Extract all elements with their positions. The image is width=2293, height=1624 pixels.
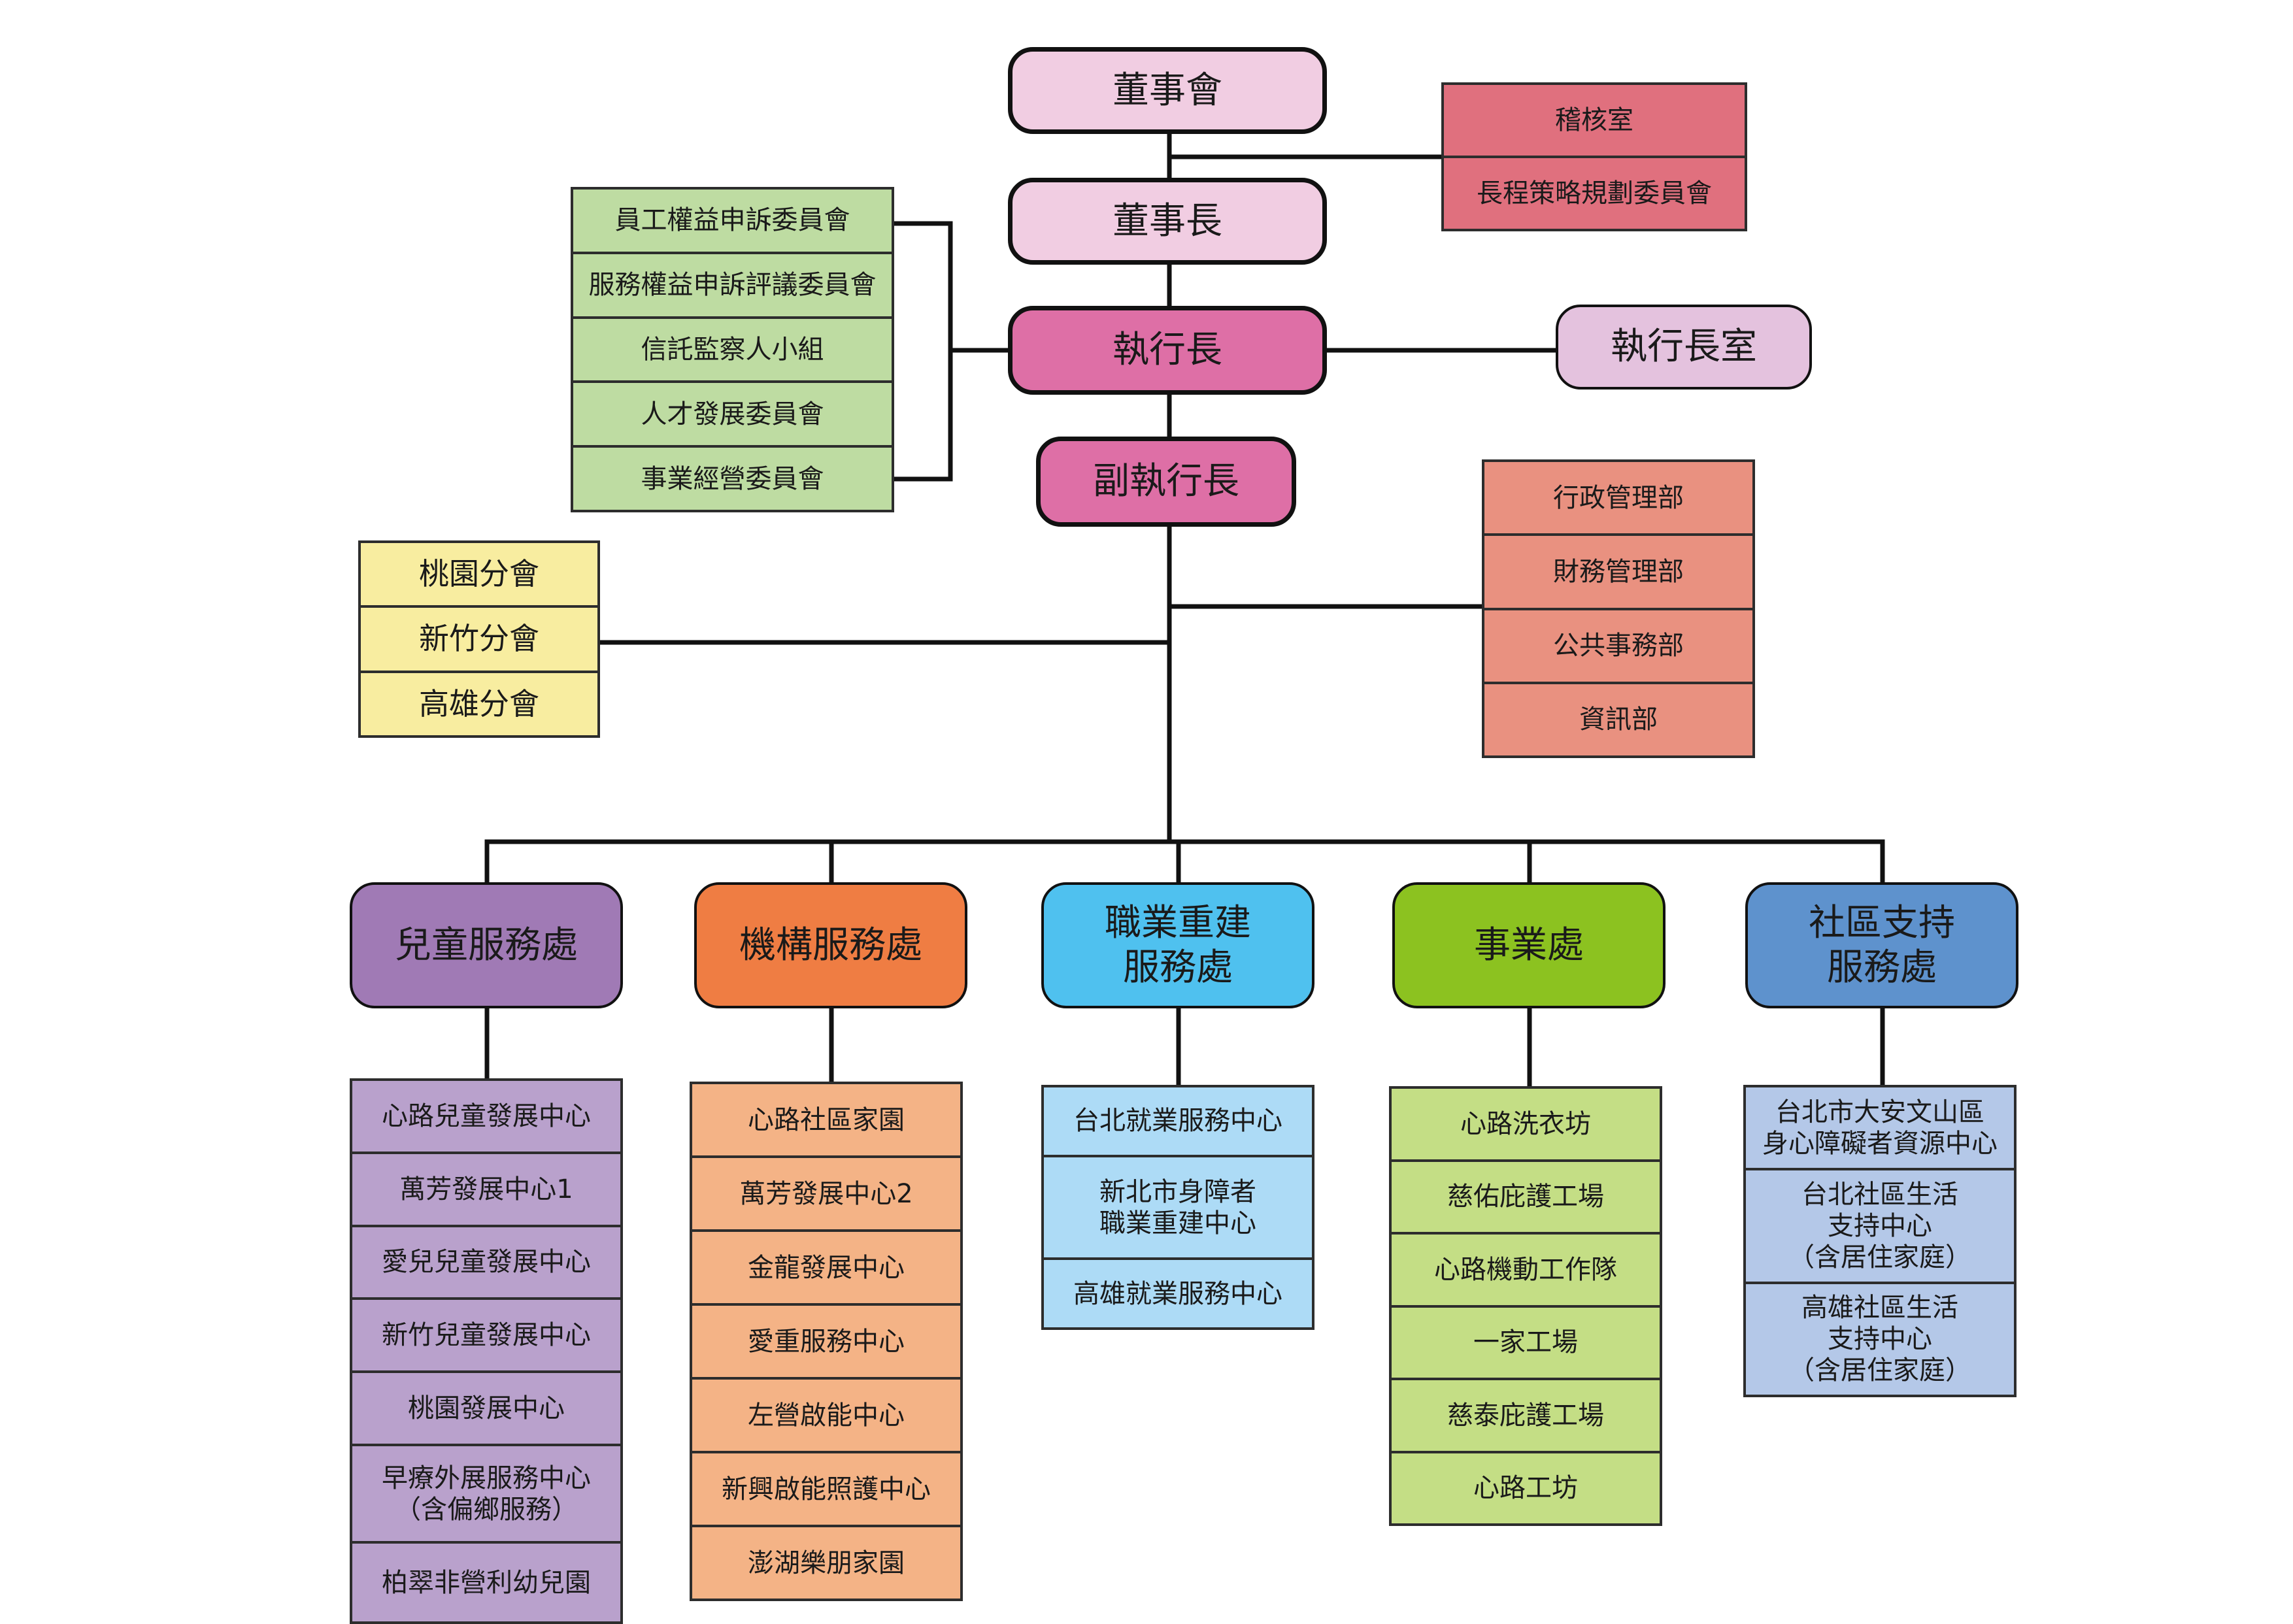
unit-item: 慈泰庇護工場 (1392, 1380, 1660, 1453)
committee-item: 服務權益申訴評議委員會 (573, 254, 892, 319)
committee-group: 員工權益申訴委員會 服務權益申訴評議委員會 信託監察人小組 人才發展委員會 事業… (571, 187, 894, 512)
division-institution-units: 心路社區家園 萬芳發展中心2 金龍發展中心 愛重服務中心 左營啟能中心 新興啟能… (690, 1082, 963, 1601)
line-committees-bracket (892, 221, 953, 482)
branch-item: 桃園分會 (361, 543, 597, 608)
unit-item: 台北社區生活 支持中心 （含居住家庭） (1746, 1170, 2014, 1284)
division-institution-services: 機構服務處 (694, 882, 967, 1008)
unit-item: 高雄社區生活 支持中心 （含居住家庭） (1788, 1293, 1971, 1386)
admin-dept-group: 行政管理部 財務管理部 公共事務部 資訊部 (1482, 459, 1755, 758)
unit-item: 新竹兒童發展中心 (352, 1300, 620, 1374)
unit-item: 新興啟能照護中心 (692, 1453, 960, 1527)
unit-item: 澎湖樂朋家園 (748, 1548, 905, 1578)
division-community-units: 台北市大安文山區 身心障礙者資源中心 台北社區生活 支持中心 （含居住家庭） 高… (1743, 1085, 2017, 1397)
unit-item: 桃園發展中心 (352, 1373, 620, 1446)
unit-item: 心路工坊 (1473, 1473, 1578, 1504)
deputy-ceo-node: 副執行長 (1036, 437, 1296, 527)
division-children-units: 心路兒童發展中心 萬芳發展中心1 愛兒兒童發展中心 新竹兒童發展中心 桃園發展中… (350, 1078, 623, 1624)
unit-item: 愛兒兒童發展中心 (352, 1227, 620, 1301)
chairman-node: 董事長 (1008, 178, 1327, 265)
division-vocational-units: 台北就業服務中心 新北市身障者 職業重建中心 高雄就業服務中心 (1041, 1085, 1314, 1330)
strategy-committee: 長程策略規劃委員會 (1477, 178, 1712, 208)
branch-item: 高雄分會 (419, 686, 539, 721)
division-children-services: 兒童服務處 (350, 882, 623, 1008)
audit-group: 稽核室 長程策略規劃委員會 (1441, 82, 1747, 231)
unit-item: 慈佑庇護工場 (1392, 1162, 1660, 1235)
admin-dept-item: 財務管理部 (1484, 536, 1752, 610)
committee-item: 事業經營委員會 (641, 463, 824, 494)
unit-item: 左營啟能中心 (692, 1380, 960, 1453)
unit-item: 早療外展服務中心 （含偏鄉服務） (352, 1446, 620, 1544)
unit-item: 愛重服務中心 (692, 1306, 960, 1380)
branch-item: 新竹分會 (361, 608, 597, 673)
unit-item: 柏翠非營利幼兒園 (382, 1567, 591, 1598)
division-community-support: 社區支持 服務處 (1745, 882, 2018, 1008)
ceo-office-node: 執行長室 (1556, 305, 1812, 389)
committee-item: 人才發展委員會 (573, 383, 892, 448)
division-enterprise-units: 心路洗衣坊 慈佑庇護工場 心路機動工作隊 一家工場 慈泰庇護工場 心路工坊 (1389, 1086, 1662, 1526)
ceo-node: 執行長 (1008, 306, 1327, 395)
unit-item: 心路兒童發展中心 (352, 1081, 620, 1154)
admin-dept-item: 公共事務部 (1484, 610, 1752, 684)
unit-item: 台北就業服務中心 (1044, 1087, 1312, 1157)
unit-item: 心路社區家園 (692, 1084, 960, 1158)
unit-item: 一家工場 (1392, 1308, 1660, 1380)
admin-dept-item: 行政管理部 (1484, 462, 1752, 537)
unit-item: 高雄就業服務中心 (1073, 1278, 1282, 1309)
committee-item: 信託監察人小組 (573, 319, 892, 384)
committee-item: 員工權益申訴委員會 (573, 190, 892, 254)
division-enterprise: 事業處 (1392, 882, 1665, 1008)
unit-item: 新北市身障者 職業重建中心 (1044, 1157, 1312, 1261)
audit-office: 稽核室 (1444, 85, 1745, 158)
board-node: 董事會 (1008, 47, 1327, 134)
unit-item: 心路機動工作隊 (1392, 1235, 1660, 1308)
division-vocational-services: 職業重建 服務處 (1041, 882, 1314, 1008)
unit-item: 心路洗衣坊 (1392, 1089, 1660, 1162)
unit-item: 萬芳發展中心1 (352, 1154, 620, 1227)
unit-item: 金龍發展中心 (692, 1232, 960, 1306)
branch-group: 桃園分會 新竹分會 高雄分會 (358, 540, 600, 738)
admin-dept-item: 資訊部 (1579, 704, 1658, 735)
unit-item: 台北市大安文山區 身心障礙者資源中心 (1746, 1087, 2014, 1171)
unit-item: 萬芳發展中心2 (692, 1158, 960, 1232)
